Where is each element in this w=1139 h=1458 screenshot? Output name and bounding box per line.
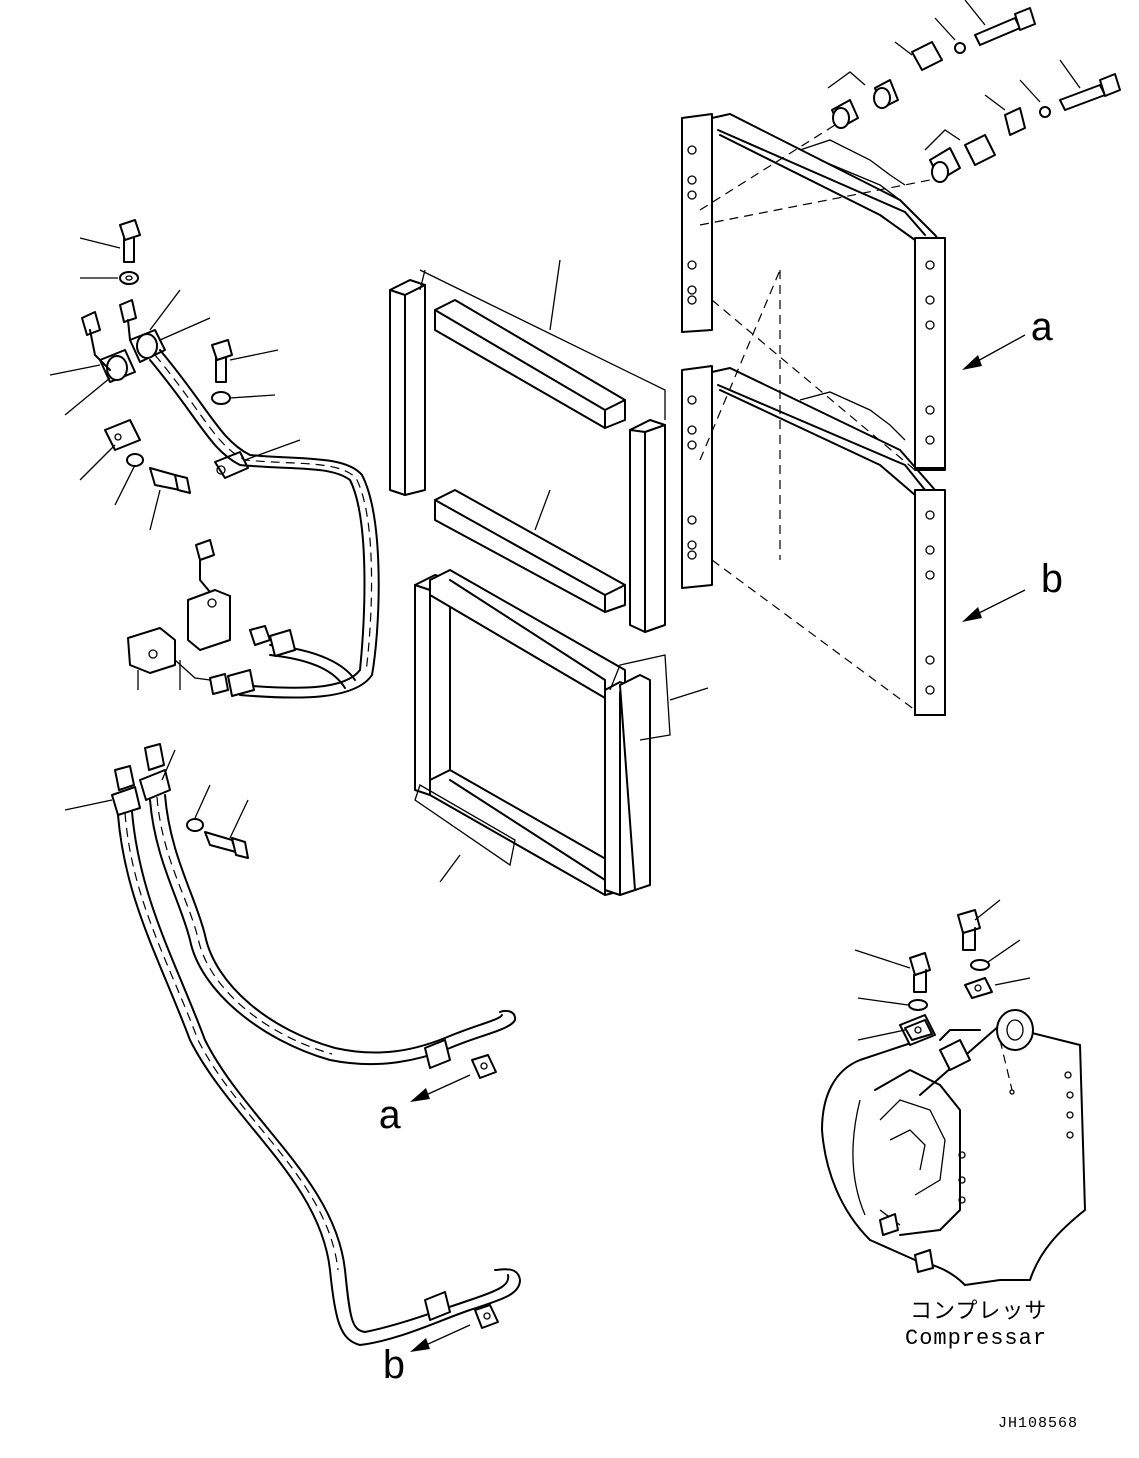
compressor-bolt-holes [958,1071,1074,1204]
receiver-drier-block [127,539,296,697]
compressor-caption-japanese: コンプレッサ [910,1300,1047,1325]
seal-frame [414,569,709,896]
connection-label-b-hose: b [382,1346,406,1391]
condenser-upper-bolt-holes [687,145,935,445]
condenser-port-b-arrow [962,589,1026,622]
compressor-hardware-leaders [854,899,1031,1041]
lower-hose-lines [117,794,521,1346]
upper-hose-leaders [49,237,301,531]
foam-seal-strips [389,259,666,633]
condenser-upper [681,113,946,471]
connection-label-a-hose: a [378,1096,402,1141]
condenser-lower-bolt-holes [687,395,935,695]
condenser-mount-hardware [831,7,1121,183]
lower-hose-leaders [64,749,249,839]
compressor-body [821,1009,1086,1286]
upper-hose-clamps [81,299,249,479]
compressor-mount-hardware [904,909,993,1041]
condenser-alignment-lines [699,124,931,560]
lower-hose-port-a-arrow [410,1074,471,1102]
condenser-lower [681,365,946,716]
upper-hose-hardware [104,219,233,494]
condenser-port-a-arrow [962,334,1026,370]
lower-hose-fittings [111,743,249,859]
drawing-code: JH108568 [998,1415,1078,1432]
condenser-hardware-leaders [827,0,1081,151]
connection-label-a-condenser: a [1030,308,1054,353]
connection-label-b-condenser: b [1040,560,1064,605]
lower-hose-port-b-arrow [410,1324,471,1352]
lower-hose-end-fittings [424,1039,499,1329]
compressor-caption-english: Compressar [905,1326,1047,1351]
